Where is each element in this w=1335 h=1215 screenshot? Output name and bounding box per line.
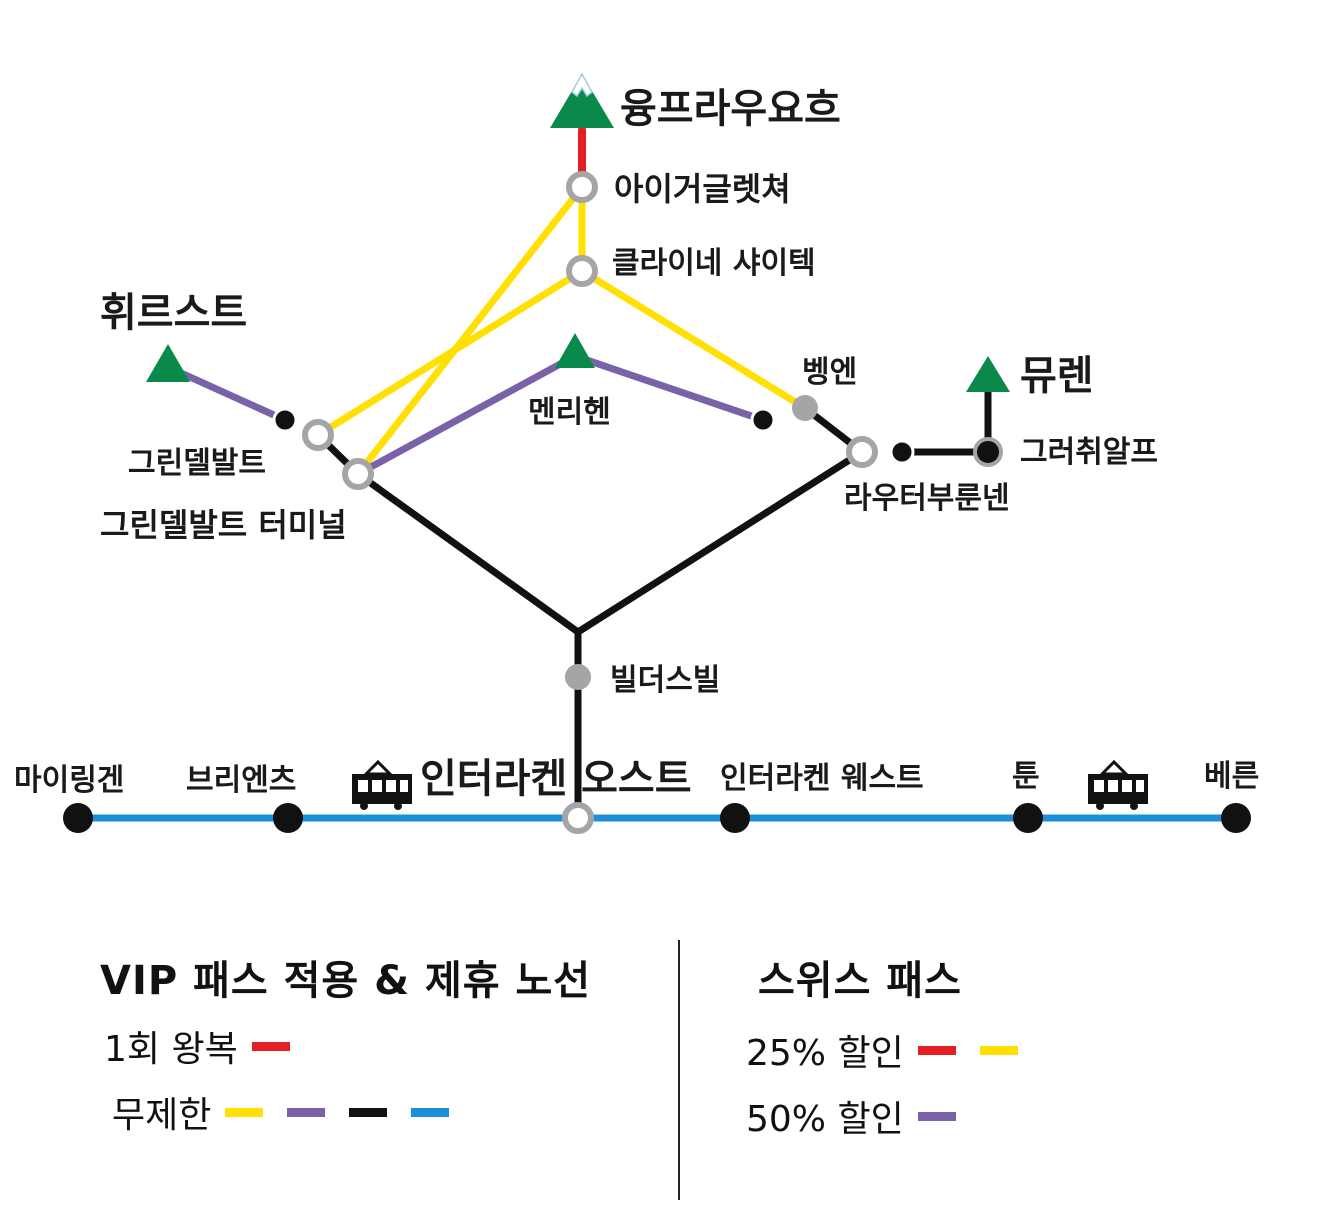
legend-unlimited: 무제한 [112,1086,450,1138]
station-marker-cable-base[interactable] [889,439,915,465]
legend-discount-25-label: 25% 할인 [746,1033,904,1074]
legend-divider [678,940,680,1200]
line-purple [166,352,767,478]
legend-unlimited-label: 무제한 [112,1095,212,1136]
legend-dash-yellow [225,1107,264,1117]
snowy-mountain-icon [550,72,614,128]
station-marker-first-base[interactable] [272,407,298,433]
label-interlaken-west[interactable]: 인터라켄 웨스트 [720,761,924,796]
label-wengen[interactable]: 벵엔 [802,355,857,390]
legend-discount-25: 25% 할인 [746,1024,1018,1076]
legend-dash-blue [411,1107,450,1117]
label-interlaken-ost[interactable]: 인터라켄 오스트 [420,756,692,802]
boat-icon-thun [1088,759,1148,810]
station-marker-grindelwald-terminal[interactable] [342,458,374,490]
mountain-peak-icon-murren [966,356,1010,392]
station-marker-lauterbrunnen[interactable] [846,436,878,468]
station-marker-meiringen[interactable] [63,803,93,833]
label-meiringen[interactable]: 마이링겐 [14,763,124,798]
legend-dash-yellow-25 [979,1045,1018,1055]
label-kleine-scheidegg[interactable]: 클라이네 샤이텍 [612,246,816,281]
mountain-peak-icon-mannlichen [555,333,595,368]
station-marker-grutschalp[interactable] [973,437,1003,467]
line-black [314,388,992,822]
mountain-peak-icon-first [146,344,190,382]
label-thun[interactable]: 툰 [1012,759,1040,794]
station-marker-interlaken-ost[interactable] [562,802,594,834]
station-marker-interlaken-west[interactable] [720,803,750,833]
station-markers [63,171,1251,834]
label-jungfraujoch[interactable]: 융프라우요흐 [620,86,841,132]
label-mannlichen[interactable]: 멘리헨 [528,395,611,430]
label-lauterbrunnen[interactable]: 라우터부룬넨 [844,481,1010,516]
station-marker-wilderswil[interactable] [565,664,591,690]
label-wilderswil[interactable]: 빌더스빌 [610,663,720,698]
label-first[interactable]: 휘르스트 [100,290,247,336]
legend-discount-50: 50% 할인 [746,1090,956,1142]
label-bern[interactable]: 베른 [1204,759,1259,794]
label-grindelwald[interactable]: 그린델발트 [128,446,266,481]
station-marker-bern[interactable] [1221,803,1251,833]
legend-dash-purple [287,1107,326,1117]
legend-dash-red-25 [917,1045,956,1055]
legend-round-trip: 1회 왕복 [104,1020,290,1072]
legend-vip-title: VIP 패스 적용 & 제휴 노선 [100,958,592,1004]
legend-round-trip-label: 1회 왕복 [104,1029,238,1070]
legend-dash-red [251,1041,290,1051]
label-murren[interactable]: 뮤렌 [1020,353,1094,399]
station-marker-mannlichen-wengen[interactable] [750,407,776,433]
label-brienz[interactable]: 브리엔츠 [186,763,296,798]
legend-dash-black [349,1107,388,1117]
label-grindelwald-terminal[interactable]: 그린델발트 터미널 [100,506,347,544]
station-marker-eigergletscher[interactable] [566,171,598,203]
station-marker-grindelwald[interactable] [302,419,334,451]
boat-icon-brienz [352,759,412,810]
legend-dash-purple-50 [917,1111,956,1121]
station-marker-thun[interactable] [1013,803,1043,833]
label-grutschalp[interactable]: 그러취알프 [1020,435,1158,470]
legend-discount-50-label: 50% 할인 [746,1099,904,1140]
legend-swiss-title: 스위스 패스 [758,958,962,1004]
line-yellow [314,183,809,478]
station-marker-wengen[interactable] [792,395,818,421]
station-labels: 융프라우요흐 아이거글렛쳐 클라이네 샤이텍 휘르스트 그린델발트 그린델발트 … [14,86,1259,802]
station-marker-kleine-scheidegg[interactable] [566,255,598,287]
label-eigergletscher[interactable]: 아이거글렛쳐 [614,170,791,208]
station-marker-brienz[interactable] [273,803,303,833]
